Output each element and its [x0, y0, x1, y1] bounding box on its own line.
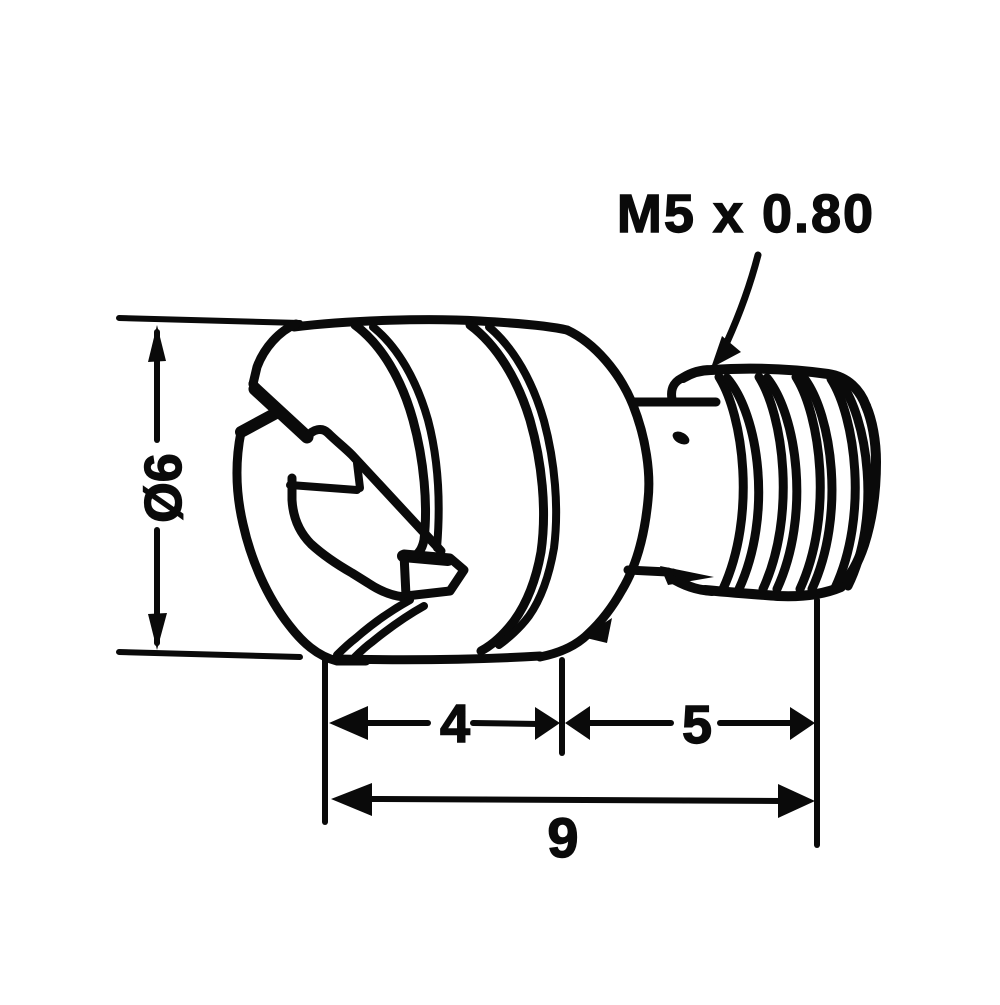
svg-text:Ø6: Ø6 [135, 453, 193, 522]
svg-text:9: 9 [547, 806, 578, 869]
svg-text:M5 x 0.80: M5 x 0.80 [617, 184, 875, 244]
svg-text:5: 5 [682, 695, 712, 755]
svg-text:4: 4 [440, 694, 470, 754]
